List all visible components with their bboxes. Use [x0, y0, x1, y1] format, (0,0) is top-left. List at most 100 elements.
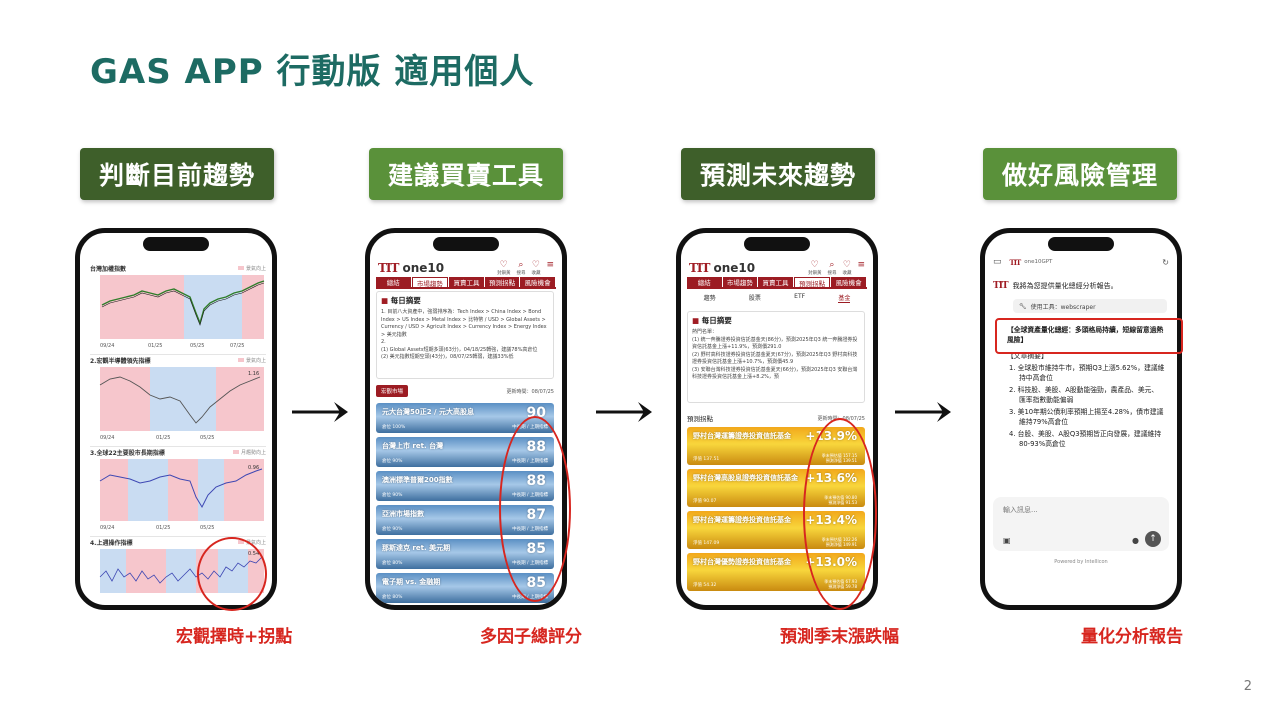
chart-legend: 景氣向上: [237, 357, 266, 364]
caption-trend: 宏觀擇時+拐點: [176, 627, 293, 647]
report-point: 2. 科技股、美股、A股動能強勁，農產品、美元、匯率指數動能偏弱: [1009, 386, 1159, 404]
arrow-right-icon: [895, 402, 951, 422]
message-input[interactable]: 輸入訊息... ▣ ● ↑: [993, 497, 1169, 551]
summary-icon: ■: [692, 316, 700, 325]
header-icons: ♡封鎖黃 ⌕搜尋 ♡收藏 ≡: [496, 259, 554, 276]
subtab-funds[interactable]: 基金: [838, 295, 851, 303]
logo-text: one10: [713, 261, 756, 275]
tab-risk-opportunity[interactable]: 風險機會: [520, 277, 555, 287]
logo-mark: TIT: [1009, 257, 1022, 267]
tab-summary[interactable]: 總結: [687, 277, 722, 287]
x-tick: 09/24: [100, 343, 114, 349]
sub-tabs: 趨勢 股票 ETF 基金: [687, 293, 867, 303]
report-points: 1. 全球股市維持牛市，預期Q3上漲5.62%，建議維持中高倉位 2. 科技股、…: [1007, 363, 1165, 449]
highlight-circle: [197, 537, 267, 611]
daily-summary-card: ■ 每日摘要 1. 目前八大資產中，強弱排序為：Tech Index > Chi…: [376, 291, 554, 379]
chart-title: 台灣加權指數: [90, 265, 127, 273]
phone-notch: [143, 237, 209, 251]
report-section-label: 【文章摘要】: [1007, 352, 1048, 360]
microphone-icon[interactable]: ●: [1132, 536, 1139, 545]
tab-buy-sell-tools[interactable]: 買賣工具: [449, 277, 484, 287]
assistant-intro: 我將為您提供量化總經分析報告。: [1012, 282, 1118, 290]
x-tick: 07/25: [230, 343, 244, 349]
main-nav-tabs: 總結 市場趨勢 買賣工具 預測拐點 風險機會: [687, 277, 867, 289]
assistant-message: TIT 我將為您提供量化總經分析報告。: [993, 281, 1169, 291]
header-icons: ♡封鎖黃 ⌕搜尋 ♡收藏 ≡: [807, 259, 865, 276]
x-tick: 09/24: [100, 525, 114, 531]
taiex-line-chart: 09/24 01/25 05/25 07/25: [100, 275, 265, 349]
summary-line: (3) 安聯台灣科技證券投資信託基金夏天(66分)，預測2025年Q3 安聯台灣…: [692, 366, 858, 381]
tab-buy-sell-tools[interactable]: 買賣工具: [758, 277, 793, 287]
tab-forecast-turning[interactable]: 預測拐點: [484, 277, 520, 287]
report-point: 4. 台股、美股、A股Q3預期皆正向發展，建議維持80-93%高倉位: [1009, 430, 1162, 448]
app-header: TIT one10 ♡封鎖黃 ⌕搜尋 ♡收藏 ≡: [378, 259, 554, 277]
summary-icon: ■: [381, 296, 389, 305]
report-point: 3. 美10年期公債利率預期上揚至4.28%，債市建議維持79%高倉位: [1009, 408, 1164, 426]
app-logo: TIT one10: [689, 261, 755, 275]
subtab-trend[interactable]: 趨勢: [703, 295, 716, 302]
update-time: 更新時間：08/07/25: [506, 388, 554, 395]
phone-gpt-report: ▭ TIT one10GPT ↻ TIT 我將為您提供量化總經分析報告。 🔧︎ …: [980, 228, 1182, 610]
app-header: TIT one10 ♡封鎖黃 ⌕搜尋 ♡收藏 ≡: [689, 259, 865, 277]
chart-global-22-markets: 3.全球22主要股市長期指標月趨勢向上 0.96 09/24 01/25 05/…: [90, 447, 266, 537]
report-headline: 【全球資產量化總經：多頭格局持續，短線留意過熱風險】: [1007, 326, 1164, 344]
tab-forecast-turning[interactable]: 預測拐點: [793, 277, 831, 288]
search-icon[interactable]: ⌕搜尋: [827, 259, 837, 276]
x-tick: 09/24: [100, 435, 114, 441]
attach-icon[interactable]: ▣: [1003, 536, 1011, 545]
macro-market-badge[interactable]: 宏觀市場: [376, 385, 409, 397]
x-tick: 01/25: [156, 435, 170, 441]
gpt-app-title: TIT one10GPT: [1009, 257, 1053, 267]
chart-legend: 景氣向上: [237, 265, 266, 272]
tab-market-trend[interactable]: 市場趨勢: [411, 277, 449, 288]
tab-risk-opportunity[interactable]: 風險機會: [831, 277, 866, 287]
wrench-icon: 🔧︎: [1019, 302, 1027, 310]
summary-line: 2.: [381, 339, 386, 345]
logo-mark: TIT: [378, 261, 400, 275]
subtab-etf[interactable]: ETF: [794, 293, 806, 300]
forecast-list-title: 預測拐點: [687, 415, 713, 423]
main-nav-tabs: 總結 市場趨勢 買賣工具 預測拐點 風險機會: [376, 277, 556, 289]
section-label-forecast: 預測未來趨勢: [681, 148, 875, 200]
semiconductor-line-chart: 1.16 09/24 01/25 05/25: [99, 367, 264, 441]
summary-line: 熱門名單：: [692, 329, 718, 335]
tab-market-trend[interactable]: 市場趨勢: [722, 277, 758, 287]
menu-icon[interactable]: ≡: [546, 259, 554, 270]
phone-notch: [433, 237, 499, 251]
highlight-rectangle: [995, 318, 1183, 354]
analysis-report: 【全球資產量化總經：多頭格局持續，短線留意過熱風險】 【文章摘要】 1. 全球股…: [1007, 325, 1165, 451]
summary-line: (1) Global Assets短期多頭(63分)，04/18/25轉強，建議…: [381, 346, 538, 353]
daily-summary-card: ■ 每日摘要 熱門名單： (1) 統一奔騰證券投資信託基金天(86分)，預測20…: [687, 311, 865, 403]
send-button[interactable]: ↑: [1145, 531, 1161, 547]
favorite-icon[interactable]: ♡收藏: [842, 259, 852, 276]
caption-tools: 多因子總評分: [480, 627, 582, 647]
sidebar-toggle-icon[interactable]: ▭: [993, 257, 1002, 267]
powered-by: Powered by Intellicon: [1054, 559, 1108, 565]
tab-summary[interactable]: 總結: [376, 277, 411, 287]
highlight-ellipse: [499, 416, 571, 602]
chart-taiex: 台灣加權指數 景氣向上 09/24 01/25 05/25 07/25: [90, 263, 266, 355]
arrow-right-icon: [292, 402, 348, 422]
subtab-stocks[interactable]: 股票: [748, 295, 761, 302]
search-icon[interactable]: ⌕搜尋: [516, 259, 526, 276]
logo-mark: TIT: [689, 261, 711, 275]
x-tick: 05/25: [200, 525, 214, 531]
favorite-icon[interactable]: ♡收藏: [531, 259, 541, 276]
section-label-tools: 建議買賣工具: [369, 148, 563, 200]
input-placeholder: 輸入訊息...: [1003, 506, 1038, 514]
x-tick: 05/25: [190, 343, 204, 349]
refresh-icon[interactable]: ↻: [1162, 257, 1169, 267]
arrow-right-icon: [596, 402, 652, 422]
subscribe-icon[interactable]: ♡封鎖黃: [496, 259, 511, 276]
subscribe-icon[interactable]: ♡封鎖黃: [807, 259, 822, 276]
list-header: 宏觀市場 更新時間：08/07/25: [376, 385, 554, 397]
app-logo: TIT one10: [378, 261, 444, 275]
x-tick: 05/25: [200, 435, 214, 441]
menu-icon[interactable]: ≡: [857, 259, 865, 270]
page-number: 2: [1243, 679, 1252, 694]
tool-usage-pill[interactable]: 🔧︎ 使用工具：webscraper: [1013, 299, 1167, 313]
summary-line: 1. 目前八大資產中，強弱排序為：Tech Index > China Inde…: [381, 309, 547, 338]
global-markets-line-chart: 0.96 09/24 01/25 05/25: [99, 459, 264, 531]
chart-title: 4.上週操作指標: [90, 539, 133, 547]
chart-title: 2.宏觀半導體領先指標: [90, 357, 151, 365]
